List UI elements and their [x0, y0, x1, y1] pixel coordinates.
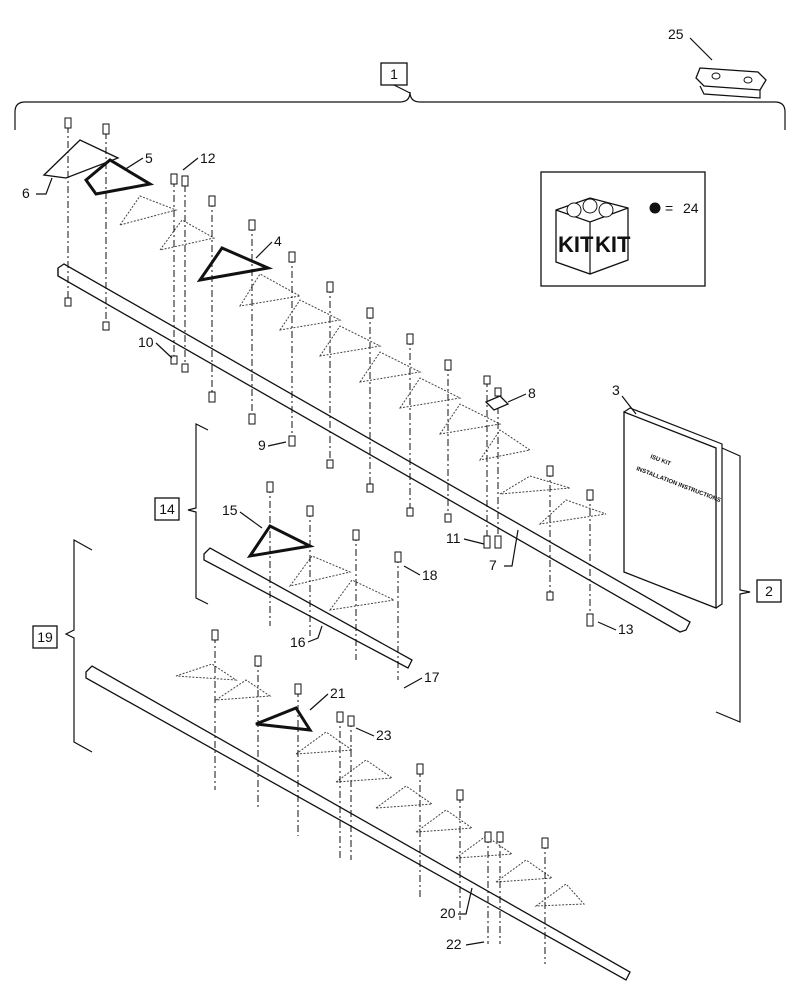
part-8-clip	[484, 395, 510, 411]
assembly-1-bracket	[14, 91, 786, 130]
hardware-bullet-icon	[649, 202, 661, 214]
callout-4: 4	[274, 233, 282, 249]
callout-22: 22	[446, 936, 462, 952]
callout-10: 10	[138, 334, 154, 350]
callout-14-box	[154, 497, 180, 521]
callout-5: 5	[145, 150, 153, 166]
kit-label-right: KIT	[595, 232, 631, 257]
callout-18: 18	[422, 567, 438, 583]
callout-16: 16	[290, 634, 306, 650]
callout-6: 6	[22, 185, 30, 201]
callout-14: 14	[159, 501, 175, 517]
part-21-section	[255, 706, 313, 732]
callout-9: 9	[258, 437, 266, 453]
callout-1: 1	[390, 66, 398, 82]
part-15-section	[246, 524, 315, 559]
callout-7: 7	[489, 557, 497, 573]
kit-legend-equals: =	[665, 200, 673, 216]
part-5-section	[83, 158, 155, 196]
callout-19-box	[32, 625, 58, 649]
callout-19: 19	[37, 629, 53, 645]
upper-bolts	[64, 117, 594, 627]
callout-13: 13	[618, 621, 634, 637]
callout-15: 15	[222, 502, 238, 518]
callout-20: 20	[440, 905, 456, 921]
part-25-plate	[695, 67, 767, 99]
callout-1-leader	[393, 84, 411, 94]
callout-2: 2	[765, 583, 773, 599]
callout-11: 11	[446, 530, 461, 546]
callout-25: 25	[668, 26, 684, 42]
kit-label-left: KIT	[558, 232, 594, 257]
callout-17: 17	[424, 669, 440, 685]
kit-box-illustration: KIT KIT = 24	[540, 171, 706, 287]
callout-3: 3	[612, 382, 620, 398]
bar-14	[203, 547, 413, 669]
upper-knife-sections	[42, 139, 607, 525]
part-3-manual: ISU KIT INSTALLATION INSTRUCTIONS	[623, 407, 723, 609]
assembly-2-bracket	[715, 447, 751, 723]
assembly-19-bracket	[64, 538, 93, 753]
callout-21: 21	[330, 685, 346, 701]
callout-2-box	[756, 579, 782, 603]
part-4-section	[196, 246, 274, 283]
callout-25-leader	[689, 37, 713, 61]
assembly-14-bracket	[187, 423, 209, 605]
callout-23: 23	[376, 727, 392, 743]
main-knife-bar	[57, 263, 691, 633]
bar-19	[85, 665, 631, 981]
callout-12: 12	[200, 150, 216, 166]
callout-8: 8	[528, 385, 536, 401]
callout-24: 24	[683, 200, 699, 216]
